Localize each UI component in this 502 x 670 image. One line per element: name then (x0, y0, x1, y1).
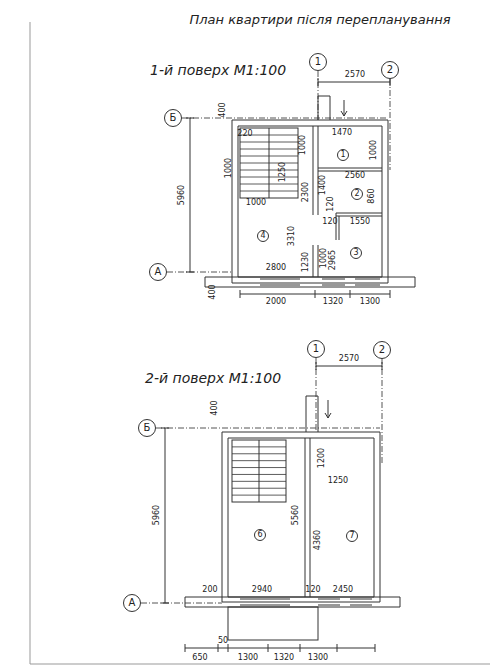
dimension-text: 1320 (274, 654, 294, 662)
marker-text: Б (170, 113, 177, 123)
dimension-line (161, 428, 169, 603)
dimension-text: 1320 (323, 298, 343, 306)
dimension-text: 1400 (319, 175, 327, 195)
dimension-text: 400 (211, 400, 219, 415)
marker-text: 4 (260, 232, 265, 240)
dimension-text: 1300 (360, 298, 380, 306)
marker-text: 7 (349, 532, 354, 540)
marker-text: 2 (354, 190, 359, 198)
dimension-text: 1200 (318, 448, 326, 468)
marker-text: 1 (313, 344, 319, 354)
dimension-text: 1000 (370, 140, 378, 160)
axis-marker: 2 (373, 341, 391, 359)
marker-text: А (129, 598, 136, 608)
marker-text: Б (144, 423, 151, 433)
stair-rail (259, 440, 260, 502)
dimension-line (316, 362, 382, 370)
marker-text: А (155, 267, 162, 277)
dimension-text: 1000 (320, 248, 328, 268)
vent-shaft (306, 396, 331, 432)
dimension-text: 2450 (333, 586, 353, 594)
axis-marker: 1 (307, 340, 325, 358)
axis-line (141, 358, 382, 603)
room-number: 2 (351, 188, 363, 200)
dimension-text: 5960 (153, 505, 161, 525)
dimension-text: 120 (327, 196, 335, 211)
dimension-text: 1000 (246, 199, 266, 207)
dimension-text: 120 (305, 586, 320, 594)
dimension-text: 200 (202, 586, 217, 594)
stair-steps (240, 135, 298, 191)
dimension-line (318, 78, 390, 86)
dimension-text: 650 (192, 654, 207, 662)
dimension-text: 5560 (292, 505, 300, 525)
dimension-text: 2300 (302, 182, 310, 202)
plan-title: План квартири після перепланування (190, 12, 451, 27)
dimension-line (185, 644, 375, 652)
dimension-text: 3310 (288, 226, 296, 246)
marker-text: 6 (257, 531, 262, 539)
stair-outline (232, 440, 286, 502)
room-number: 1 (337, 149, 349, 161)
window-wall (185, 597, 400, 607)
room-number: 6 (254, 529, 266, 541)
dimension-text: 2570 (339, 355, 359, 363)
dimension-text: 1230 (302, 252, 310, 272)
dimension-text: 2800 (266, 264, 286, 272)
dimension-text: 2570 (345, 71, 365, 79)
floor-heading: 1-й поверх М1:100 (150, 63, 286, 77)
dimension-text: 2560 (345, 172, 365, 180)
outer-wall (222, 432, 380, 602)
dimension-text: 120 (322, 218, 337, 226)
vent-shaft (318, 96, 347, 120)
axis-marker: 1 (309, 53, 327, 71)
dimension-text: 50 (218, 637, 228, 645)
marker-text: 2 (379, 345, 385, 355)
partition (318, 168, 382, 240)
marker-text: 3 (353, 249, 358, 257)
axis-marker: А (149, 263, 167, 281)
dimension-text: 5960 (178, 185, 186, 205)
floor-heading: 2-й поверх М1:100 (145, 371, 281, 385)
dimension-text: 1550 (350, 218, 370, 226)
marker-text: 1 (340, 151, 345, 159)
dimension-text: 1250 (279, 162, 287, 182)
marker-text: 2 (387, 65, 393, 75)
dimension-text: 2940 (252, 586, 272, 594)
dimension-text: 400 (209, 284, 217, 299)
dimension-text: 400 (219, 102, 227, 117)
room-number: 3 (350, 247, 362, 259)
dimension-text: 1300 (238, 654, 258, 662)
dimension-line (186, 118, 194, 272)
dimension-text: 220 (237, 130, 252, 138)
axis-marker: Б (138, 419, 156, 437)
dimension-text: 1250 (328, 477, 348, 485)
outer-wall (232, 120, 388, 283)
balcony (228, 607, 318, 640)
axis-marker: Б (164, 109, 182, 127)
dimension-text: 2965 (329, 250, 337, 270)
room-number: 4 (257, 230, 269, 242)
dimension-text: 1300 (308, 654, 328, 662)
page-edge (30, 22, 490, 664)
dimension-text: 4360 (314, 530, 322, 550)
marker-text: 1 (315, 57, 321, 67)
dimension-text: 860 (368, 188, 376, 203)
window-wall (205, 277, 415, 287)
stair-outline (240, 128, 298, 198)
stair-steps (232, 447, 286, 495)
dimension-text: 1470 (332, 129, 352, 137)
axis-line (167, 71, 390, 272)
dimension-text: 1000 (225, 158, 233, 178)
dimension-text: 2000 (266, 298, 286, 306)
dimension-line (240, 290, 390, 298)
axis-marker: А (123, 594, 141, 612)
partition (305, 438, 310, 597)
room-number: 7 (346, 530, 358, 542)
partition (313, 126, 318, 277)
axis-marker: 2 (381, 61, 399, 79)
dimension-text: 1000 (299, 135, 307, 155)
